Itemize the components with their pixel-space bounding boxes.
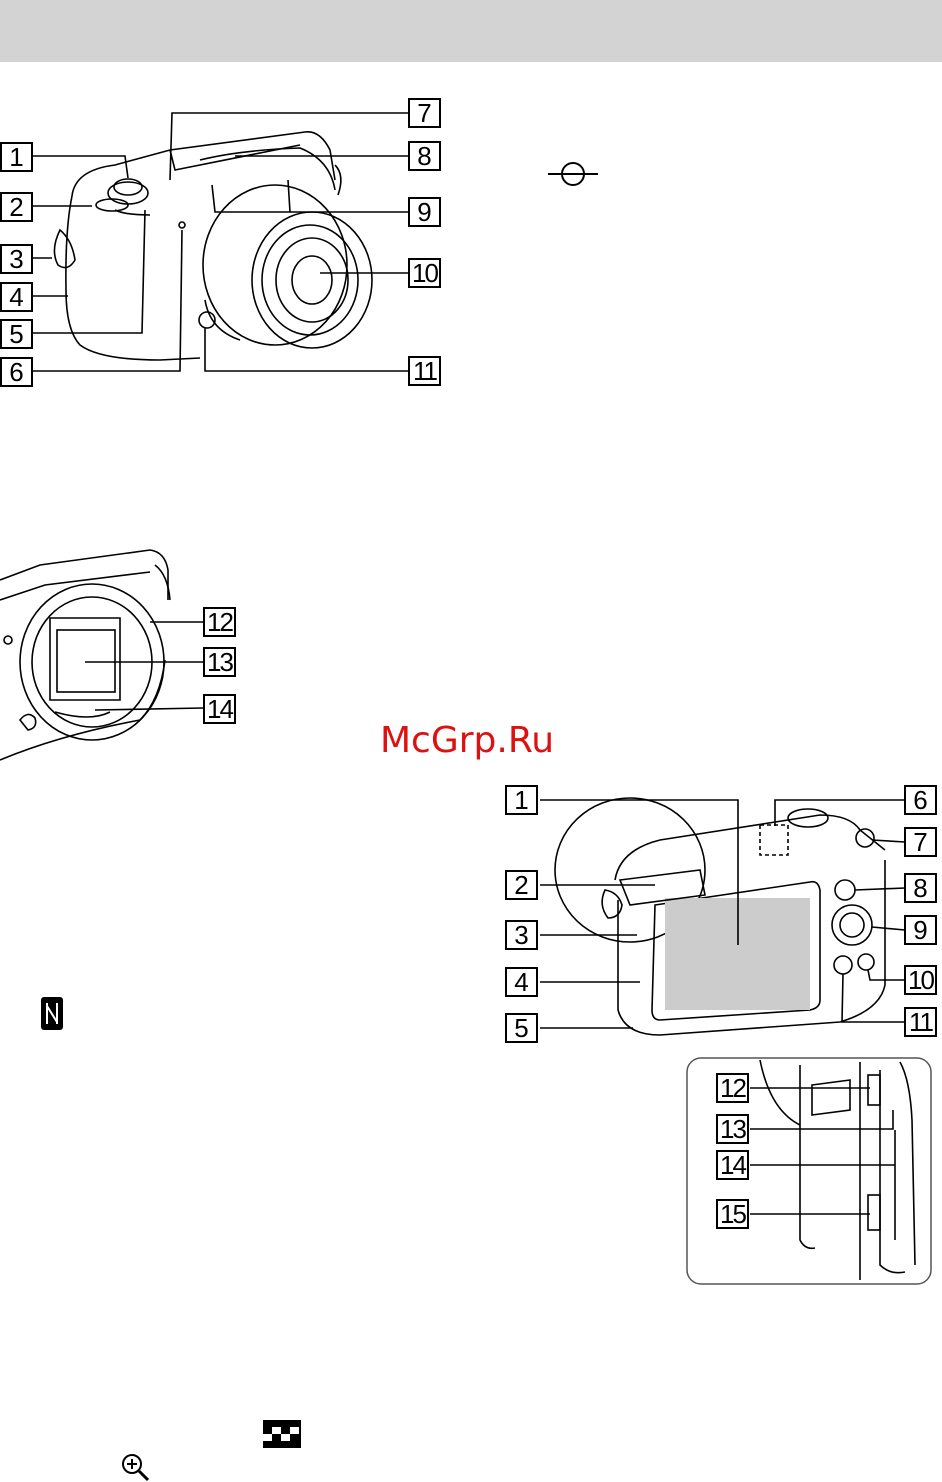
index-grid-icon: [263, 1420, 303, 1450]
panel-callout-15: 15: [716, 1199, 749, 1229]
panel-callout-14: 14: [716, 1150, 749, 1180]
panel-callout-13: 13: [716, 1114, 749, 1144]
zoom-in-icon: [120, 1452, 154, 1482]
panel-callout-12: 12: [716, 1073, 749, 1103]
